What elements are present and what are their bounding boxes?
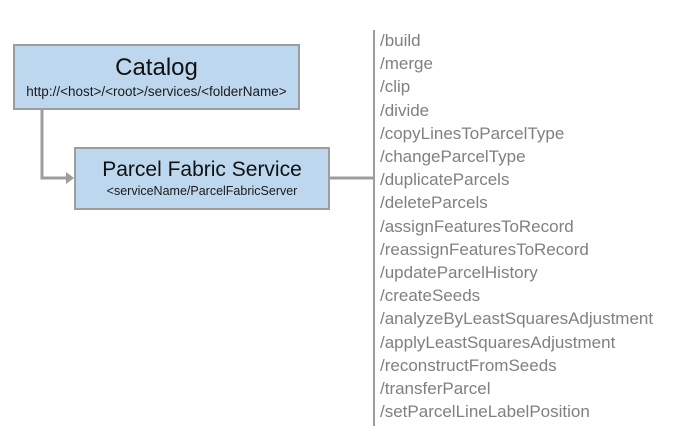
operation-item: /deleteParcels bbox=[380, 193, 488, 213]
operation-item: /updateParcelHistory bbox=[380, 263, 538, 283]
catalog-node-url: http://<host>/<root>/services/<folderNam… bbox=[26, 83, 287, 99]
operation-item: /reconstructFromSeeds bbox=[380, 355, 557, 375]
operation-item: /build bbox=[380, 31, 421, 50]
parcel-fabric-service-node: Parcel Fabric Service <serviceName/Parce… bbox=[74, 147, 330, 210]
connector-arrowhead-icon bbox=[66, 172, 74, 184]
operation-item: /transferParcel bbox=[380, 379, 491, 399]
operation-item: /clip bbox=[380, 77, 411, 97]
operation-item: /applyLeastSquaresAdjustment bbox=[380, 332, 616, 352]
operation-item: /copyLinesToParcelType bbox=[380, 123, 565, 143]
operations-divider bbox=[373, 30, 375, 426]
operations-list: /build/merge/clip/divide/copyLinesToParc… bbox=[380, 29, 686, 423]
parcel-fabric-service-node-title: Parcel Fabric Service bbox=[102, 158, 302, 182]
operation-item: /setParcelLineLabelPosition bbox=[380, 402, 590, 422]
parcel-fabric-service-node-path: <serviceName/ParcelFabricServer bbox=[106, 183, 298, 198]
catalog-node: Catalog http://<host>/<root>/services/<f… bbox=[13, 44, 300, 110]
catalog-to-service-connector bbox=[40, 110, 66, 180]
operation-item: /duplicateParcels bbox=[380, 170, 510, 190]
operation-item: /changeParcelType bbox=[380, 147, 526, 167]
operation-item: /analyzeByLeastSquaresAdjustment bbox=[380, 309, 654, 329]
operation-item: /createSeeds bbox=[380, 286, 481, 306]
operation-item: /divide bbox=[380, 100, 430, 120]
operation-item: /merge bbox=[380, 54, 433, 74]
operation-item: /assignFeaturesToRecord bbox=[380, 216, 574, 236]
catalog-node-title: Catalog bbox=[115, 54, 198, 82]
operation-item: /reassignFeaturesToRecord bbox=[380, 239, 589, 259]
